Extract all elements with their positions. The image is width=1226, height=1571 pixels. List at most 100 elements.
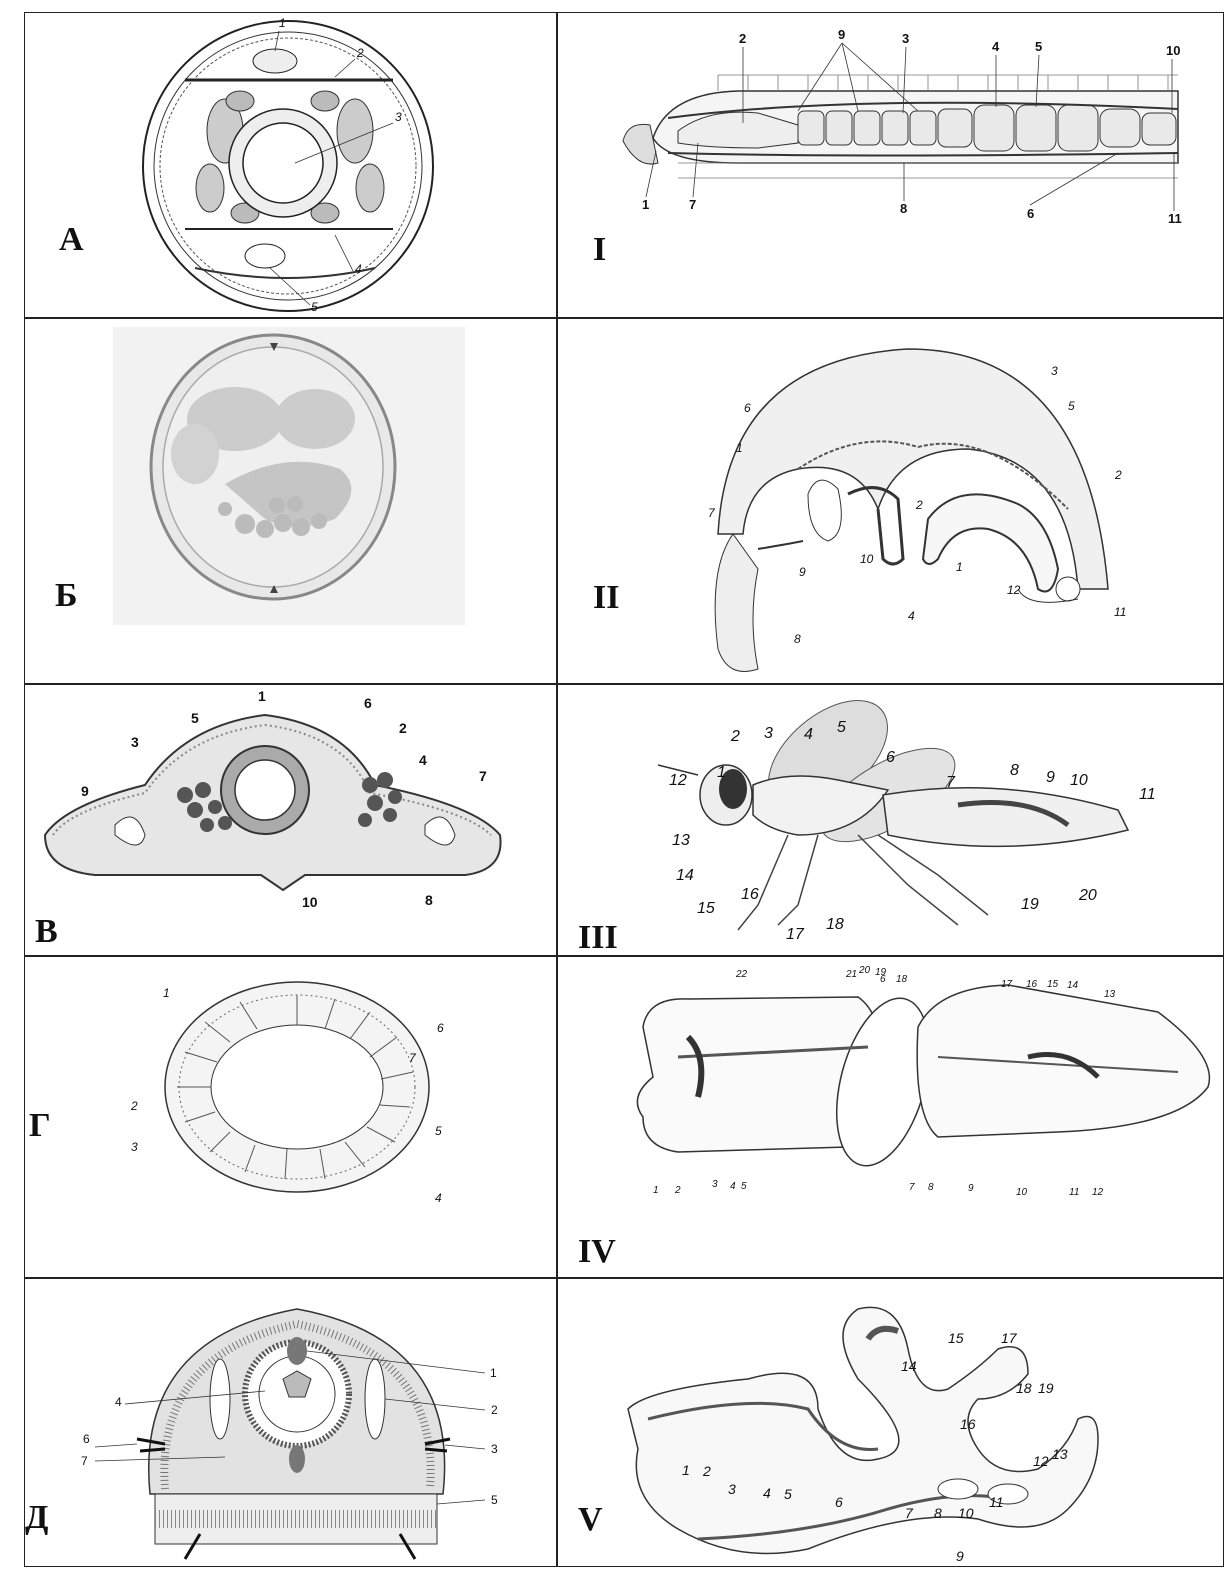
callout-iv-3: 3: [712, 1179, 718, 1190]
callout-iii-16: 16: [741, 886, 759, 903]
callout-a-3: 3: [395, 110, 402, 124]
panel-ii-label: II: [593, 579, 619, 617]
callout-iii-20: 20: [1078, 887, 1097, 904]
callout-iii-4: 4: [804, 726, 813, 743]
callout-vr-19: 19: [1038, 1380, 1054, 1396]
callout-v-6: 6: [364, 695, 372, 711]
callout-iv-13: 13: [1104, 989, 1116, 1000]
callout-iv-12: 12: [1092, 1187, 1104, 1198]
callout-iv-21: 21: [845, 969, 857, 980]
callout-vr-13: 13: [1052, 1446, 1068, 1462]
callout-iv-19: 19: [875, 967, 887, 978]
callout-vr-10: 10: [958, 1505, 974, 1521]
callout-iii-1: 1: [717, 764, 726, 781]
callout-iv-22: 22: [735, 969, 748, 980]
callout-ii-2a: 2: [915, 498, 923, 512]
panel-d: 1 2 3 4 5 6 7 Д: [24, 1278, 557, 1567]
panel-d-label: Д: [25, 1499, 48, 1537]
callout-vr-16: 16: [960, 1416, 976, 1432]
callout-iv-20: 20: [858, 965, 871, 976]
callout-v-9: 9: [81, 783, 89, 799]
panel-v-drawing: 1 2 3 4 5 6 7 8 9 10: [25, 685, 557, 956]
callout-g-5: 5: [435, 1124, 442, 1138]
callout-vr-3: 3: [728, 1481, 736, 1497]
panel-v-roman: 1 2 3 4 5 6 7 8 9 10 11 12 13 14 15 16 1…: [557, 1278, 1224, 1567]
panel-g-drawing: 1 2 3 4 5 6 7: [25, 957, 557, 1278]
callout-vr-9: 9: [956, 1548, 964, 1564]
callout-i-3: 3: [902, 31, 909, 46]
panel-i: 1 2 3 4 5 6 7 8 9 10 11: [557, 12, 1224, 318]
callout-v-4: 4: [419, 752, 427, 768]
panel-i-label: I: [593, 231, 606, 269]
callout-iii-17: 17: [786, 926, 805, 943]
callout-ii-7: 7: [708, 506, 716, 520]
callout-ii-6: 6: [744, 401, 751, 415]
callout-iv-18: 18: [896, 974, 908, 985]
panel-a: 1 2 3 4 5 А: [24, 12, 557, 318]
callout-iii-10: 10: [1070, 772, 1088, 789]
callout-a-2: 2: [356, 46, 364, 60]
callout-vr-18: 18: [1016, 1380, 1032, 1396]
callout-iv-8: 8: [928, 1182, 934, 1193]
callout-ii-2b: 2: [1114, 468, 1122, 482]
callout-d-3: 3: [491, 1442, 498, 1456]
callout-iv-10: 10: [1016, 1187, 1028, 1198]
callout-ii-11: 11: [1114, 605, 1126, 619]
callout-d-1: 1: [490, 1366, 497, 1380]
callout-ii-5: 5: [1068, 399, 1075, 413]
callout-iii-15: 15: [697, 900, 715, 917]
callout-ii-12: 12: [1007, 583, 1021, 597]
callout-i-7: 7: [689, 197, 696, 212]
callout-ii-4: 4: [908, 609, 915, 623]
panel-iii-drawing: 1 2 3 4 5 6 7 8 9 10 11 12 13 14 15 16 1…: [558, 685, 1224, 956]
callout-vr-7a: 7: [905, 1505, 914, 1521]
callout-ii-10: 10: [860, 552, 874, 566]
panel-v: 1 2 3 4 5 6 7 8 9 10 В: [24, 684, 557, 956]
callout-i-6: 6: [1027, 206, 1034, 221]
panel-b-label: Б: [55, 577, 77, 615]
callout-vr-12: 12: [1033, 1453, 1049, 1469]
callout-iv-16: 16: [1026, 979, 1038, 990]
panel-iii-label: III: [578, 919, 618, 956]
callout-a-1: 1: [279, 16, 286, 30]
callout-iii-19: 19: [1021, 896, 1039, 913]
callout-iii-8: 8: [1010, 762, 1019, 779]
callout-ii-1b: 1: [956, 560, 963, 574]
panel-iii: 1 2 3 4 5 6 7 8 9 10 11 12 13 14 15 16 1…: [557, 684, 1224, 956]
callout-d-6: 6: [83, 1432, 90, 1446]
panel-a-label: А: [59, 221, 84, 259]
panel-i-drawing: 1 2 3 4 5 6 7 8 9 10 11: [558, 13, 1224, 318]
callout-i-8: 8: [900, 201, 907, 216]
callout-iii-2: 2: [730, 728, 740, 745]
callout-iii-6: 6: [886, 749, 895, 766]
callout-iii-3: 3: [764, 725, 773, 742]
callout-i-5: 5: [1035, 39, 1042, 54]
panel-v-label: В: [35, 913, 58, 951]
panel-v-roman-label: V: [578, 1501, 603, 1539]
callout-vr-5: 5: [784, 1486, 792, 1502]
callout-g-4: 4: [435, 1191, 442, 1205]
callout-vr-1: 1: [682, 1462, 690, 1478]
callout-iii-13: 13: [672, 832, 690, 849]
callout-iv-5: 5: [741, 1181, 747, 1192]
callout-a-4: 4: [355, 262, 362, 276]
callout-iii-14: 14: [676, 867, 694, 884]
callout-v-7: 7: [479, 768, 487, 784]
callout-vr-8: 8: [934, 1505, 942, 1521]
callout-v-1: 1: [258, 688, 266, 704]
callout-ii-8: 8: [794, 632, 801, 646]
panel-ii: 1 2 3 4 5 6 7 8 9 10 11 12 1 2 II: [557, 318, 1224, 684]
callout-g-2: 2: [130, 1099, 138, 1113]
panel-a-drawing: 1 2 3 4 5: [25, 13, 557, 318]
panel-b: Б: [24, 318, 557, 684]
diagram-sheet: 1 2 3 4 5 А: [24, 12, 1224, 1567]
callout-iv-15: 15: [1047, 979, 1059, 990]
callout-iv-11: 11: [1069, 1187, 1079, 1198]
panel-v-roman-drawing: 1 2 3 4 5 6 7 8 9 10 11 12 13 14 15 16 1…: [558, 1279, 1224, 1567]
panel-b-drawing: [25, 319, 557, 684]
panel-g-label: Г: [29, 1107, 51, 1145]
callout-v-5: 5: [191, 710, 199, 726]
callout-ii-3: 3: [1051, 364, 1058, 378]
callout-d-7: 7: [81, 1454, 88, 1468]
callout-iii-7: 7: [946, 774, 956, 791]
